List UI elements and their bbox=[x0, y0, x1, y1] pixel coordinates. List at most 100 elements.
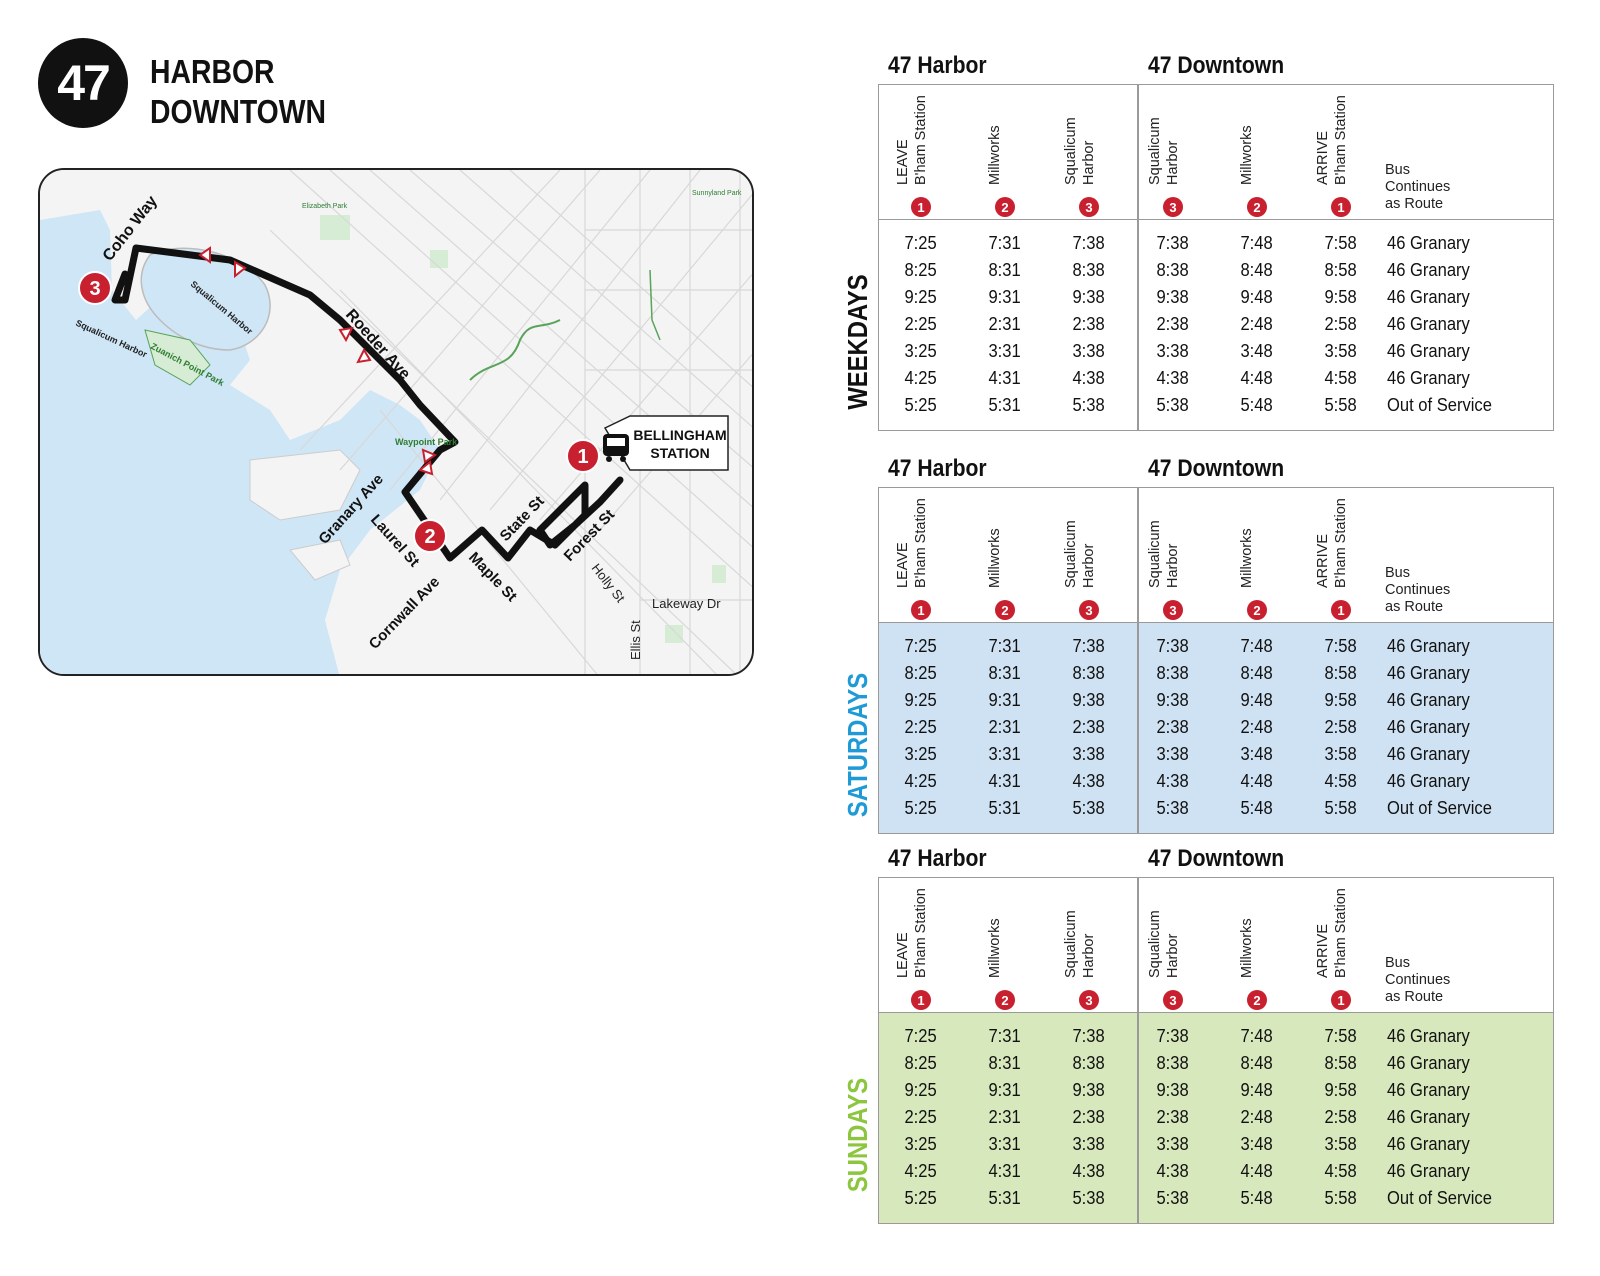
time-cell: 9:38 bbox=[1072, 1080, 1105, 1100]
time-cell: 7:38 bbox=[1072, 1026, 1105, 1046]
continues-as-cell: 46 Granary bbox=[1387, 341, 1470, 361]
time-cell: 3:31 bbox=[988, 744, 1021, 764]
map-creek2 bbox=[649, 269, 661, 341]
time-cell: 4:38 bbox=[1156, 368, 1189, 388]
time-cell: 3:48 bbox=[1240, 341, 1273, 361]
time-cell: 7:58 bbox=[1324, 1026, 1357, 1046]
time-cell: 8:38 bbox=[1072, 260, 1105, 280]
time-cell: 9:31 bbox=[988, 1080, 1021, 1100]
time-cell: 2:38 bbox=[1156, 717, 1189, 737]
time-cell: 7:31 bbox=[988, 636, 1021, 656]
column-header-label: Millworks bbox=[1239, 528, 1255, 588]
column-header-label: B'ham Station bbox=[1333, 888, 1349, 978]
time-cell: 5:38 bbox=[1156, 1188, 1189, 1208]
column-header-label: LEAVE bbox=[895, 139, 911, 185]
time-cell: 7:58 bbox=[1324, 636, 1357, 656]
continues-as-cell: 46 Granary bbox=[1387, 744, 1470, 764]
column-header-label: Squalicum bbox=[1063, 520, 1079, 588]
time-cell: 2:31 bbox=[988, 314, 1021, 334]
column-header-label: Millworks bbox=[987, 528, 1003, 588]
time-cell: 3:38 bbox=[1072, 744, 1105, 764]
continues-as-cell: Out of Service bbox=[1387, 395, 1492, 415]
time-cell: 5:48 bbox=[1240, 395, 1273, 415]
stop-3-icon: 3 bbox=[1079, 600, 1099, 620]
stop-marker-3[interactable]: 3 bbox=[78, 271, 112, 305]
column-header-label: Harbor bbox=[1081, 140, 1097, 185]
route-number-badge: 47 bbox=[38, 38, 128, 128]
time-cell: 4:31 bbox=[988, 1161, 1021, 1181]
heading-outbound: 47 Harbor bbox=[888, 845, 987, 872]
stop-1-icon: 1 bbox=[1331, 600, 1351, 620]
time-cell: 8:48 bbox=[1240, 260, 1273, 280]
svg-text:1: 1 bbox=[577, 446, 588, 468]
time-cell: 8:25 bbox=[904, 1053, 937, 1073]
time-cell: 8:31 bbox=[988, 260, 1021, 280]
route-title-line2: DOWNTOWN bbox=[150, 93, 327, 130]
time-cell: 3:25 bbox=[904, 1134, 937, 1154]
heading-outbound: 47 Harbor bbox=[888, 52, 987, 79]
day-label-text: WEEKDAYS bbox=[842, 274, 873, 410]
column-header-label: B'ham Station bbox=[913, 498, 929, 588]
time-cell: 5:31 bbox=[988, 395, 1021, 415]
stop-1-icon: 1 bbox=[911, 990, 931, 1010]
time-cell: 9:38 bbox=[1156, 287, 1189, 307]
time-cell: 4:25 bbox=[904, 368, 937, 388]
stop-1-icon: 1 bbox=[1331, 197, 1351, 217]
column-header-label: Millworks bbox=[1239, 918, 1255, 978]
time-cell: 2:48 bbox=[1240, 1107, 1273, 1127]
time-cell: 7:25 bbox=[904, 1026, 937, 1046]
time-cell: 9:38 bbox=[1072, 690, 1105, 710]
continues-as-cell: 46 Granary bbox=[1387, 663, 1470, 683]
stop-marker-1[interactable]: 1 bbox=[566, 439, 600, 473]
continues-as-cell: 46 Granary bbox=[1387, 1026, 1470, 1046]
stop-3-icon: 3 bbox=[1163, 990, 1183, 1010]
time-cell: 9:31 bbox=[988, 287, 1021, 307]
route-title-line1: HARBOR bbox=[150, 53, 275, 90]
time-cell: 9:48 bbox=[1240, 287, 1273, 307]
stop-marker-2[interactable]: 2 bbox=[413, 519, 447, 553]
route-map[interactable]: 3 2 1 BELLINGHAM STATION Coho Way Roeder… bbox=[38, 168, 754, 676]
time-cell: 4:25 bbox=[904, 771, 937, 791]
continues-as-cell: 46 Granary bbox=[1387, 1080, 1470, 1100]
time-cell: 9:25 bbox=[904, 690, 937, 710]
time-cell: 3:38 bbox=[1072, 341, 1105, 361]
map-pier bbox=[249, 449, 361, 521]
time-cell: 5:38 bbox=[1156, 395, 1189, 415]
time-cell: 5:38 bbox=[1072, 798, 1105, 818]
column-header-label: LEAVE bbox=[895, 542, 911, 588]
day-label-text: SATURDAYS bbox=[842, 672, 873, 818]
time-cell: 9:58 bbox=[1324, 287, 1357, 307]
label-sunnyland-park: Sunnyland Park bbox=[692, 190, 742, 197]
station-name-line1: BELLINGHAM bbox=[633, 427, 726, 443]
stop-2-icon: 2 bbox=[1247, 600, 1267, 620]
time-cell: 8:38 bbox=[1072, 663, 1105, 683]
svg-text:2: 2 bbox=[424, 526, 435, 548]
schedule-headings: 47 Harbor 47 Downtown bbox=[838, 845, 1554, 875]
label-waypoint-park: Waypoint Park bbox=[395, 437, 458, 447]
column-header-label: Millworks bbox=[1239, 125, 1255, 185]
column-header-label: B'ham Station bbox=[1333, 498, 1349, 588]
label-lakeway-dr: Lakeway Dr bbox=[652, 596, 721, 611]
time-cell: 8:25 bbox=[904, 260, 937, 280]
time-cell: 7:48 bbox=[1240, 233, 1273, 253]
time-cell: 7:48 bbox=[1240, 1026, 1273, 1046]
time-cell: 7:38 bbox=[1072, 233, 1105, 253]
map-park-block2 bbox=[665, 625, 683, 643]
heading-inbound: 47 Downtown bbox=[1148, 845, 1285, 872]
stop-2-icon: 2 bbox=[995, 990, 1015, 1010]
time-cell: 2:38 bbox=[1156, 1107, 1189, 1127]
